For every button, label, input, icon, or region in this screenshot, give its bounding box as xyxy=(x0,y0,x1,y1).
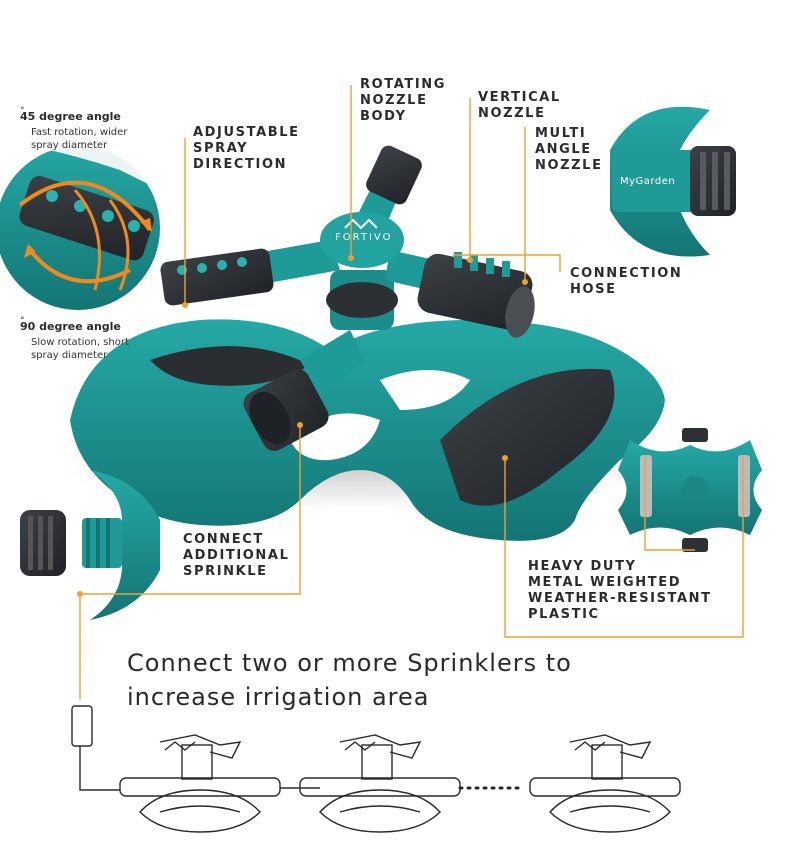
connected-sprinklers-diagram xyxy=(71,705,681,833)
angle-note-90-line-1: Slow rotation, short xyxy=(31,337,129,348)
angle-note-45-line-2: spray diameter xyxy=(31,140,108,151)
callout-connect-line-3: SPRINKLE xyxy=(183,564,268,579)
callout-adjustable-line-2: SPRAY xyxy=(193,141,249,156)
callout-adjustable-line-1: ADJUSTABLE xyxy=(193,125,300,140)
angle-note-90-line-2: spray diameter xyxy=(31,350,108,361)
angle-note-45-line-1: Fast rotation, wider xyxy=(31,127,128,138)
connector-zoom-image xyxy=(20,470,160,620)
callout-rotating-line-1: ROTATING xyxy=(360,77,447,92)
callout-multi-line-3: NOZZLE xyxy=(535,158,603,173)
callout-dots xyxy=(77,255,528,597)
bullet-45-icon: ° xyxy=(20,106,25,116)
hose-brand-text: MyGarden xyxy=(620,176,676,187)
callout-adjustable-line-3: DIRECTION xyxy=(193,157,288,172)
sprinkler-main-image xyxy=(60,145,665,541)
callout-multi-line-2: ANGLE xyxy=(535,142,592,157)
bullet-90-icon: ° xyxy=(20,316,25,326)
diagram-sprinkler-1 xyxy=(119,734,281,833)
nozzle-angle-zoom-image xyxy=(0,146,160,310)
headline-line-1: Connect two or more Sprinklers to xyxy=(127,649,572,677)
headline-line-2: increase irrigation area xyxy=(127,683,430,711)
callout-vertical-line-2: NOZZLE xyxy=(478,106,546,121)
diagram-sprinkler-2 xyxy=(299,734,461,833)
callout-rotating-line-3: BODY xyxy=(360,109,407,124)
callout-heavy-line-3: WEATHER-RESISTANT xyxy=(528,591,712,606)
callout-heavy-line-1: HEAVY DUTY xyxy=(528,559,637,574)
sprinkler-underside-image xyxy=(618,428,762,552)
callout-vertical-line-1: VERTICAL xyxy=(478,90,561,105)
angle-note-90-title: 90 degree angle xyxy=(20,320,121,333)
angle-note-45-title: 45 degree angle xyxy=(20,110,121,123)
callout-connect-line-1: CONNECT xyxy=(183,532,264,547)
callout-heavy-line-4: PLASTIC xyxy=(528,607,600,622)
brand-logo-text: FORTIVO xyxy=(335,232,393,243)
connection-hose-zoom-image xyxy=(610,106,736,257)
callout-leader-lines xyxy=(79,85,744,700)
callout-hose-line-2: HOSE xyxy=(570,282,617,297)
callout-rotating-line-2: NOZZLE xyxy=(360,93,428,108)
callout-connect-line-2: ADDITIONAL xyxy=(183,548,290,563)
diagram-sprinkler-3 xyxy=(529,734,681,833)
callout-hose-line-1: CONNECTION xyxy=(570,266,683,281)
callout-multi-line-1: MULTI xyxy=(535,126,587,141)
callout-heavy-line-2: METAL WEIGHTED xyxy=(528,575,682,590)
